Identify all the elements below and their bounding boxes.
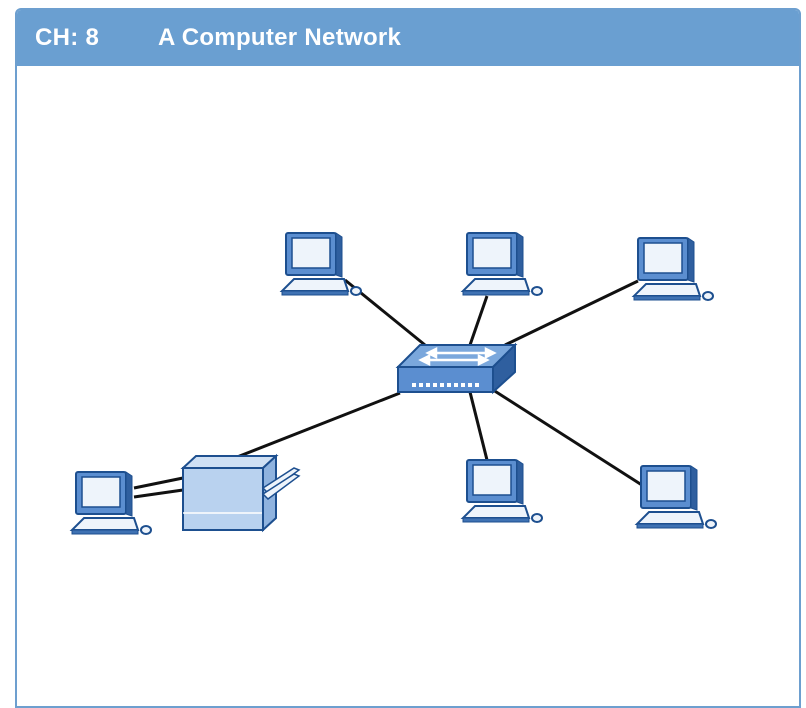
link-switch-pc-top-right <box>504 279 639 347</box>
link-printer-pc-left-1 <box>133 476 184 490</box>
link-group <box>133 278 646 499</box>
computer-icon-left <box>71 471 152 535</box>
page-title: A Computer Network <box>158 24 402 51</box>
computer-icon-top-left <box>281 232 362 296</box>
computer-icon-top-right <box>633 237 714 301</box>
computer-icon-top-center <box>462 232 543 296</box>
link-switch-pc-top-center <box>468 295 489 346</box>
diagram-panel: CH: 8 A Computer Network <box>15 8 801 708</box>
switch-icon <box>395 342 518 395</box>
link-switch-pc-bottom-center <box>468 391 489 461</box>
printer-icon <box>180 453 301 533</box>
chapter-label: CH: 8 <box>35 24 100 51</box>
link-switch-printer <box>231 391 401 461</box>
computer-icon-bottom-center <box>462 459 543 523</box>
link-printer-pc-left-2 <box>133 488 184 499</box>
computer-icon-bottom-right <box>636 465 717 529</box>
link-switch-pc-bottom-right <box>489 386 646 489</box>
panel-header: CH: 8 A Computer Network <box>17 10 799 66</box>
